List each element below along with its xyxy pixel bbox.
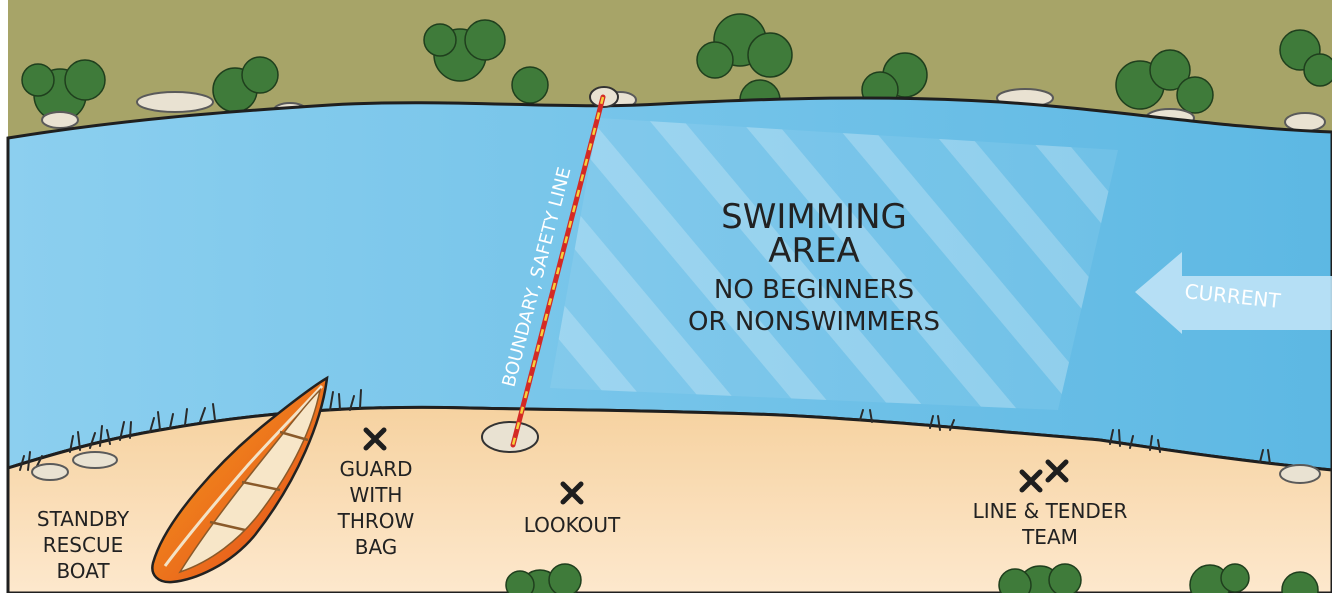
guard-label-line2: WITH bbox=[350, 483, 403, 507]
rescue-boat-label-line3: BOAT bbox=[56, 559, 110, 583]
line-tender-label-line1: LINE & TENDER bbox=[973, 499, 1128, 523]
line-tender-marker-icon bbox=[1019, 459, 1069, 493]
current-arrow bbox=[1135, 252, 1332, 334]
rescue-boat-label-line1: STANDBY bbox=[37, 507, 130, 531]
swimming-area: SWIMMING AREA NO BEGINNERS OR NONSWIMMER… bbox=[550, 118, 1118, 410]
near-anchor-rock bbox=[481, 421, 539, 453]
rescue-canoe bbox=[151, 375, 329, 584]
lookout-marker-icon bbox=[560, 481, 584, 505]
lookout-label: LOOKOUT bbox=[524, 513, 621, 537]
line-tender-label-line2: TEAM bbox=[1021, 525, 1078, 549]
canoe-interior bbox=[178, 387, 322, 574]
swimming-area-title-line1: SWIMMING bbox=[721, 197, 907, 237]
swimming-area-subtitle-line2: OR NONSWIMMERS bbox=[688, 307, 940, 337]
swimming-area-subtitle-line1: NO BEGINNERS bbox=[714, 275, 914, 305]
guard-label-line1: GUARD bbox=[339, 457, 412, 481]
rope-highlight bbox=[511, 96, 605, 446]
far-bank-bushes bbox=[21, 13, 1332, 122]
near-bank-rocks bbox=[31, 451, 1321, 484]
canoe-gunwale bbox=[163, 384, 324, 567]
canoe-thwarts bbox=[209, 430, 309, 532]
guard-label-line3: THROW bbox=[337, 509, 415, 533]
guard-label: GUARD WITH THROW BAG bbox=[337, 457, 415, 559]
near-bank-bushes bbox=[505, 563, 1319, 593]
swimming-area-title-line2: AREA bbox=[768, 231, 860, 271]
guard-marker-icon bbox=[363, 427, 387, 451]
line-tender-label: LINE & TENDER TEAM bbox=[973, 499, 1128, 549]
swimming-area-zone bbox=[550, 118, 1118, 410]
rescue-boat-label-line2: RESCUE bbox=[43, 533, 123, 557]
guard-label-line4: BAG bbox=[355, 535, 398, 559]
rescue-boat-label: STANDBY RESCUE BOAT bbox=[37, 507, 130, 583]
near-bank-grass bbox=[19, 389, 1271, 471]
current-indicator: CURRENT bbox=[1135, 252, 1332, 334]
